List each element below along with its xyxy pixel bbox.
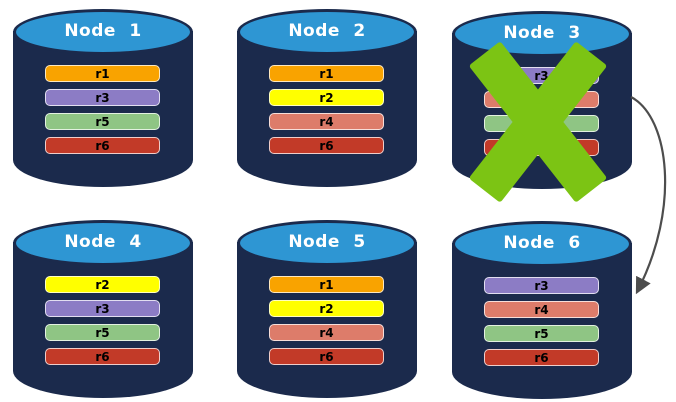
replica-list: r2 r3 r5 r6 (45, 276, 160, 365)
replica-label: r2 (319, 90, 334, 105)
replica-list: r1 r2 r4 r6 (269, 276, 384, 365)
cylinder-top: Node 5 (237, 220, 417, 266)
replica-bar: r6 (45, 137, 160, 154)
replica-bar: r6 (269, 137, 384, 154)
replica-label: r3 (534, 278, 549, 293)
node-cylinder: Node 4 r2 r3 r5 r6 (13, 220, 193, 398)
node-title: Node 2 (288, 21, 366, 41)
failover-arrow-path (630, 96, 667, 295)
replica-label: r5 (95, 114, 110, 129)
replica-label: r6 (534, 350, 549, 365)
cylinder-body (13, 31, 193, 187)
replica-label: r1 (319, 277, 334, 292)
replica-bar: r5 (45, 113, 160, 130)
replica-label: r4 (319, 325, 334, 340)
node-cylinder: Node 1 r1 r3 r5 r6 (13, 9, 193, 187)
replica-label: r5 (95, 325, 110, 340)
replica-list: r3 r4 r5 r6 (484, 277, 599, 366)
replica-bar: r4 (269, 324, 384, 341)
node-cylinder: Node 6 r3 r4 r5 r6 (452, 221, 632, 399)
replica-bar: r1 (269, 276, 384, 293)
replica-bar: r4 (269, 113, 384, 130)
replica-label: r1 (319, 66, 334, 81)
replica-bar: r1 (45, 65, 160, 82)
cylinder-top: Node 4 (13, 220, 193, 266)
replica-bar: r2 (269, 300, 384, 317)
replica-label: r6 (319, 138, 334, 153)
replica-label: r2 (95, 277, 110, 292)
cylinder-top: Node 6 (452, 221, 632, 267)
node-cylinder: Node 5 r1 r2 r4 r6 (237, 220, 417, 398)
node-title: Node 1 (64, 21, 142, 41)
cylinder-body (452, 243, 632, 399)
node-title: Node 4 (64, 232, 142, 252)
replica-label: r3 (95, 301, 110, 316)
replica-bar: r5 (45, 324, 160, 341)
node-cylinder: Node 2 r1 r2 r4 r6 (237, 9, 417, 187)
replica-label: r4 (319, 114, 334, 129)
node-title: Node 3 (503, 23, 581, 43)
replica-label: r3 (95, 90, 110, 105)
replica-bar: r2 (269, 89, 384, 106)
replica-list: r1 r2 r4 r6 (269, 65, 384, 154)
replica-bar: r6 (45, 348, 160, 365)
replica-bar: r4 (484, 301, 599, 318)
cylinder-body (237, 242, 417, 398)
replica-bar: r2 (45, 276, 160, 293)
cylinder-top: Node 2 (237, 9, 417, 55)
cylinder-body (13, 242, 193, 398)
replica-label: r6 (95, 138, 110, 153)
replica-bar: r3 (484, 277, 599, 294)
replica-bar: r3 (45, 89, 160, 106)
cylinder-top: Node 1 (13, 9, 193, 55)
replica-bar: r6 (269, 348, 384, 365)
replica-label: r1 (95, 66, 110, 81)
node-title: Node 5 (288, 232, 366, 252)
replica-bar: r6 (484, 349, 599, 366)
replica-bar: r1 (269, 65, 384, 82)
replica-label: r6 (95, 349, 110, 364)
cylinder-top: Node 3 (452, 11, 632, 57)
replica-label: r5 (534, 326, 549, 341)
replica-label: r4 (534, 302, 549, 317)
replica-bar: r3 (45, 300, 160, 317)
replica-bar: r5 (484, 325, 599, 342)
node-title: Node 6 (503, 233, 581, 253)
replica-label: r2 (319, 301, 334, 316)
replica-list: r1 r3 r5 r6 (45, 65, 160, 154)
replica-label: r6 (319, 349, 334, 364)
cylinder-body (237, 31, 417, 187)
